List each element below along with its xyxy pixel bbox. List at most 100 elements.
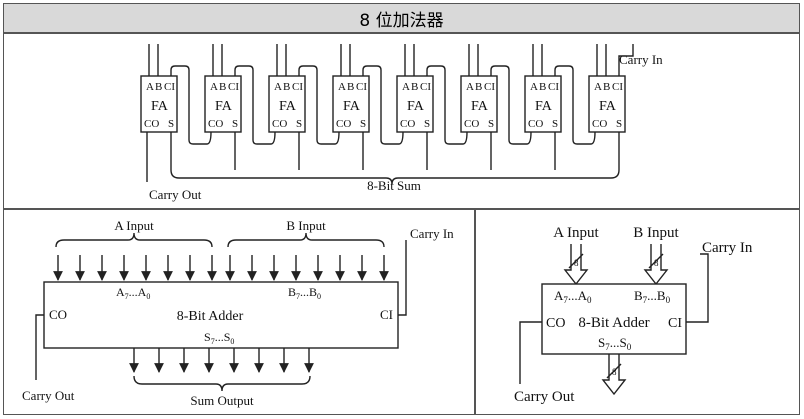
- fa-label: FA: [471, 99, 489, 114]
- a-input-brace: [55, 232, 213, 248]
- pin-s-label: S: [552, 118, 558, 130]
- a-bus-width: 8: [574, 258, 579, 268]
- a-bus-slash: [568, 253, 584, 269]
- wide-adder-diagram: A Input B Input 8-Bit Adder CO CI A7...A…: [22, 218, 454, 408]
- compact-carry-in-wire: [686, 253, 709, 323]
- b-input-label: B Input: [286, 218, 326, 233]
- full-adder-box: [460, 75, 498, 133]
- compact-adder-diagram: A Input B Input 8 8 A7...A0 B7...B0 CO 8…: [514, 225, 753, 405]
- compact-adder-box: [541, 283, 687, 355]
- s-bus-arrow: [601, 354, 627, 396]
- pin-a-label: A: [274, 81, 282, 93]
- pin-ci-label: CI: [292, 81, 303, 93]
- wide-b-range: B7...B0: [288, 285, 321, 301]
- fa-label: FA: [215, 99, 233, 114]
- compact-adder-panel: A Input B Input 8 8 A7...A0 B7...B0 CO 8…: [475, 209, 800, 415]
- compact-adder-label: 8-Bit Adder: [578, 315, 649, 331]
- pin-co-label: CO: [336, 118, 351, 130]
- fa-label: FA: [407, 99, 425, 114]
- pin-s-label: S: [168, 118, 174, 130]
- pin-b-label: B: [411, 81, 418, 93]
- pin-co-label: CO: [464, 118, 479, 130]
- sum-output-label: Sum Output: [190, 393, 254, 408]
- fa-label: FA: [535, 99, 553, 114]
- wide-output-arrows: [129, 348, 314, 373]
- a-input-label: A Input: [114, 218, 154, 233]
- page-title: 8 位加法器: [359, 10, 444, 31]
- wide-carry-out-wire: [35, 314, 44, 380]
- full-adder-box: [524, 75, 562, 133]
- pin-b-label: B: [347, 81, 354, 93]
- fa-label: FA: [343, 99, 361, 114]
- compact-carry-in-label: Carry In: [702, 240, 753, 256]
- full-adder-box: [332, 75, 370, 133]
- wide-input-arrows: [53, 255, 389, 281]
- full-adder-box: [204, 75, 242, 133]
- sum-label: 8-Bit Sum: [367, 178, 421, 193]
- pin-b-label: B: [283, 81, 290, 93]
- carry-in-label: Carry In: [619, 52, 663, 67]
- pin-s-label: S: [360, 118, 366, 130]
- fa-label: FA: [279, 99, 297, 114]
- compact-a-input-label: A Input: [553, 225, 599, 241]
- pin-b-label: B: [155, 81, 162, 93]
- fa-label: FA: [599, 99, 617, 114]
- carry-out-label: Carry Out: [149, 187, 202, 202]
- pin-ci-label: CI: [356, 81, 367, 93]
- pin-co-label: CO: [400, 118, 415, 130]
- compact-b-input-label: B Input: [633, 225, 679, 241]
- pin-b-label: B: [219, 81, 226, 93]
- wide-co-pin: CO: [49, 307, 67, 322]
- b-bus-width: 8: [654, 258, 659, 268]
- pin-co-label: CO: [272, 118, 287, 130]
- pin-b-label: B: [603, 81, 610, 93]
- b-bus-slash: [648, 253, 664, 269]
- wide-carry-out-label: Carry Out: [22, 388, 75, 403]
- pin-b-label: B: [539, 81, 546, 93]
- compact-carry-out-label: Carry Out: [514, 389, 575, 405]
- compact-ci-pin: CI: [668, 316, 682, 331]
- pin-a-label: A: [146, 81, 154, 93]
- pin-a-label: A: [530, 81, 538, 93]
- pin-ci-label: CI: [228, 81, 239, 93]
- wide-a-range: A7...A0: [116, 285, 150, 301]
- wide-s-range: S7...S0: [204, 330, 234, 346]
- wide-ci-pin: CI: [380, 307, 393, 322]
- pin-s-label: S: [296, 118, 302, 130]
- pin-s-label: S: [616, 118, 622, 130]
- pin-ci-label: CI: [548, 81, 559, 93]
- pin-a-label: A: [402, 81, 410, 93]
- b-input-brace: [227, 232, 385, 248]
- compact-co-pin: CO: [546, 316, 565, 331]
- full-adder-box: [140, 75, 178, 133]
- pin-ci-label: CI: [484, 81, 495, 93]
- compact-s-range: S7...S0: [598, 335, 632, 352]
- fa-label: FA: [151, 99, 169, 114]
- s-bus-width: 8: [612, 367, 617, 377]
- full-adder-box: [588, 75, 626, 133]
- wide-adder-panel: A Input B Input 8-Bit Adder CO CI A7...A…: [3, 209, 475, 415]
- pin-co-label: CO: [528, 118, 543, 130]
- full-adder-box: [396, 75, 434, 133]
- pin-ci-label: CI: [164, 81, 175, 93]
- pin-ci-label: CI: [420, 81, 431, 93]
- wide-carry-in-label: Carry In: [410, 226, 454, 241]
- pin-a-label: A: [466, 81, 474, 93]
- sum-output-brace: [133, 375, 311, 392]
- compact-carry-out-wire: [519, 321, 542, 384]
- header-bar: 8 位加法器: [3, 3, 800, 33]
- compact-a-range: A7...A0: [554, 288, 592, 305]
- pin-co-label: CO: [144, 118, 159, 130]
- full-adder-box: [268, 75, 306, 133]
- compact-b-range: B7...B0: [634, 288, 671, 305]
